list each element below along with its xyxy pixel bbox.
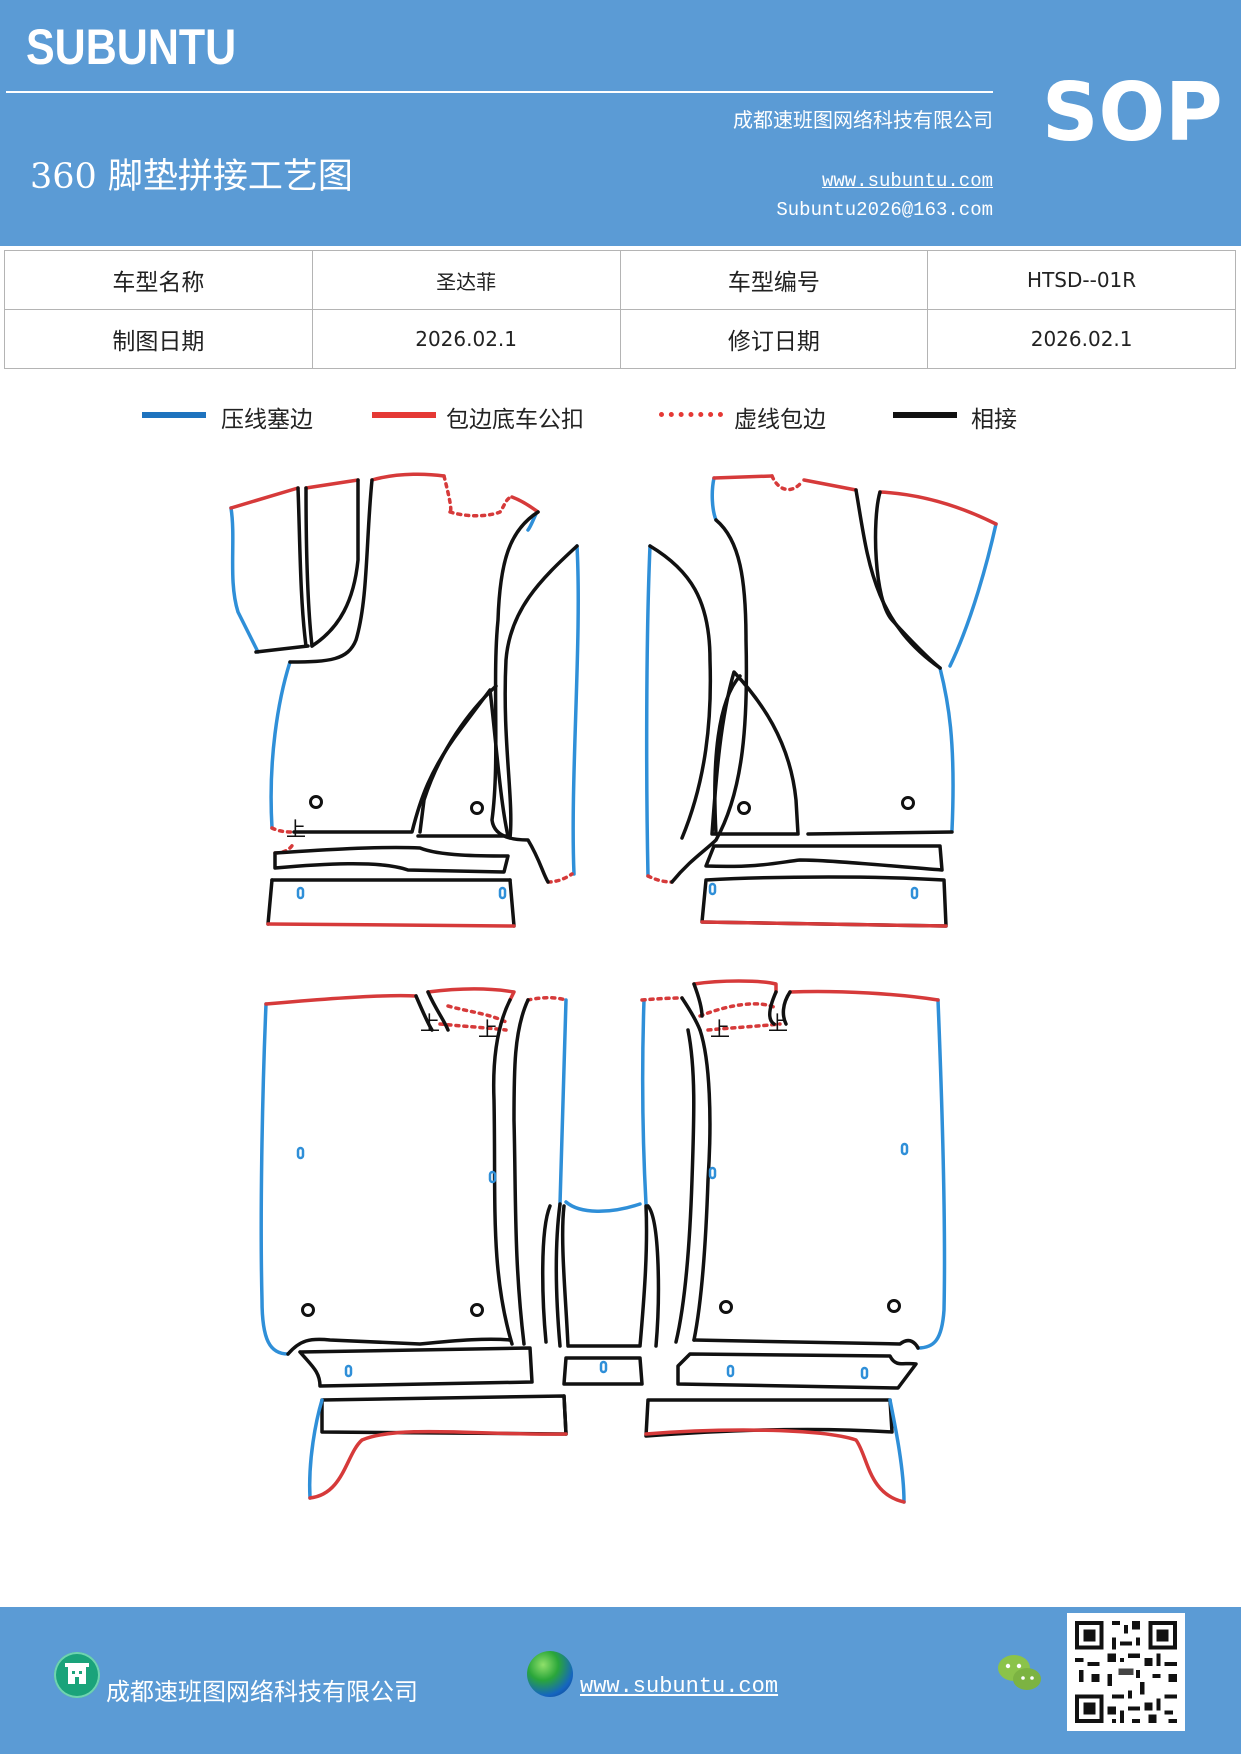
up-marker: 上: [478, 1017, 498, 1041]
model-code-value: HTSD--01R: [927, 250, 1236, 310]
legend-swatch-black: [893, 412, 957, 418]
legend-swatch-red-dotted: [659, 412, 723, 417]
model-name-value: 圣达菲: [311, 250, 621, 310]
email-address: Subuntu2026@163.com: [776, 199, 993, 221]
legend-label: 压线塞边: [221, 407, 313, 433]
draw-date-value: 2026.02.1: [311, 309, 621, 369]
revise-date-label: 修订日期: [619, 309, 929, 369]
legend-swatch-red: [372, 412, 436, 418]
building-icon: [54, 1652, 100, 1698]
line-legend: 压线塞边 包边底车公扣 虚线包边 相接: [0, 398, 1241, 438]
front-right-mat: [644, 474, 998, 928]
legend-label: 相接: [971, 407, 1017, 433]
legend-swatch-blue: [142, 412, 206, 418]
legend-label: 包边底车公扣: [446, 407, 584, 433]
legend-label: 虚线包边: [734, 407, 826, 433]
footer-website-link[interactable]: www.subuntu.com: [580, 1674, 779, 1699]
revise-date-value: 2026.02.1: [927, 309, 1236, 369]
front-left-mat: 上: [229, 472, 580, 928]
wechat-icon[interactable]: [996, 1652, 1044, 1696]
header-divider: [6, 91, 993, 93]
table-row: 制图日期 2026.02.1 修订日期 2026.02.1: [4, 309, 1236, 369]
model-info-table: 车型名称 圣达菲 车型编号 HTSD--01R 制图日期 2026.02.1 修…: [4, 250, 1236, 369]
up-marker: 上: [286, 817, 306, 841]
header-banner: [0, 0, 1241, 246]
website-link[interactable]: www.subuntu.com: [821, 170, 993, 192]
up-marker: 上: [710, 1017, 730, 1041]
footer-company: 成都速班图网络科技有限公司: [106, 1678, 418, 1706]
model-code-label: 车型编号: [619, 250, 929, 310]
brand-logo: SUBUNTU: [26, 19, 237, 75]
draw-date-label: 制图日期: [4, 309, 313, 369]
rear-right-mat: 上 上: [640, 979, 947, 1504]
up-marker: 上: [420, 1011, 440, 1035]
up-marker: 上: [768, 1011, 788, 1035]
table-row: 车型名称 圣达菲 车型编号 HTSD--01R: [4, 250, 1236, 310]
qr-code: [1067, 1613, 1185, 1731]
page-title: 360 脚垫拼接工艺图: [30, 157, 353, 197]
sop-badge: SOP: [1042, 66, 1223, 159]
rear-left-mat: 上 上: [259, 987, 648, 1500]
company-name: 成都速班图网络科技有限公司: [733, 108, 993, 132]
center-tunnel: [560, 1204, 649, 1386]
model-name-label: 车型名称: [4, 250, 313, 310]
globe-icon: [527, 1651, 573, 1697]
